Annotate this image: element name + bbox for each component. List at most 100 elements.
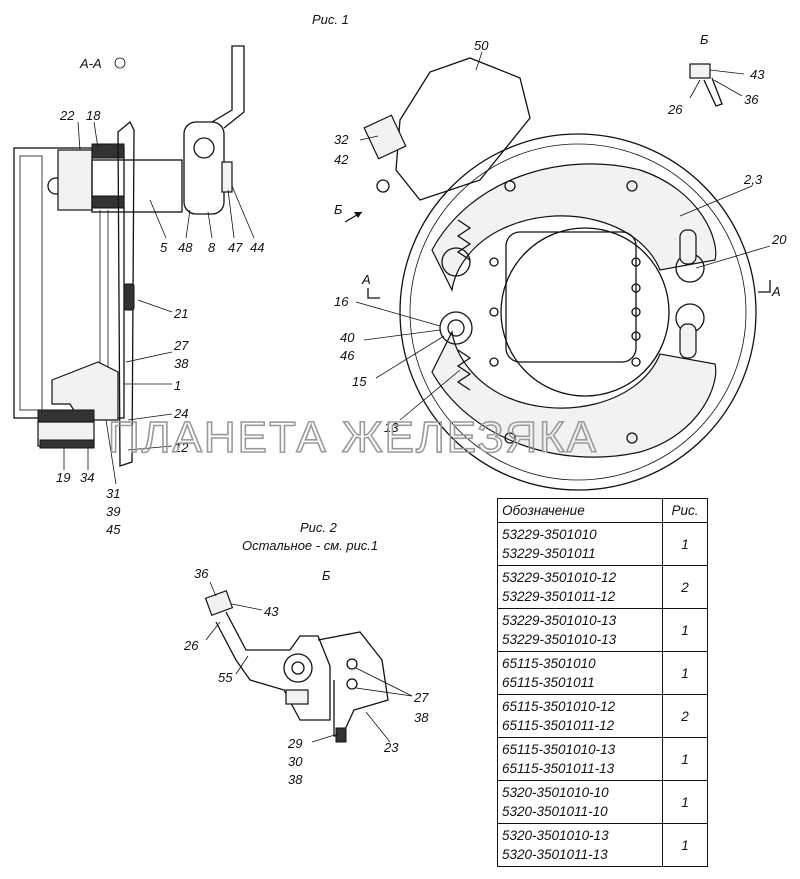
figure-cell: 1	[662, 823, 708, 867]
figure2-title: Рис. 2	[300, 520, 338, 535]
callout-21: 21	[173, 306, 188, 321]
callout-24: 24	[173, 406, 188, 421]
callout-27-fig2: 27	[413, 690, 429, 705]
fig2-pivot	[283, 653, 313, 683]
backing-plate-rim	[409, 143, 747, 481]
callout-15: 15	[352, 374, 367, 389]
callout-39: 39	[106, 504, 120, 519]
figure-cell: 1	[662, 608, 708, 652]
table-header-row: Обозначение Рис.	[497, 498, 708, 523]
view-arrow-label: Б	[334, 202, 343, 217]
callout-13: 13	[384, 420, 399, 435]
cut-mark-left	[367, 288, 380, 299]
figure-cell: 1	[662, 651, 708, 695]
callout-43: 43	[750, 67, 765, 82]
callout-48: 48	[178, 240, 193, 255]
adjuster-nut	[221, 161, 233, 193]
hub-opening	[505, 231, 637, 363]
figure2-view-label: Б	[322, 568, 331, 583]
callout-22: 22	[59, 108, 75, 123]
fig2-clip	[285, 689, 309, 705]
callout-38: 38	[174, 356, 189, 371]
callout-38-fig2: 38	[414, 710, 429, 725]
anchor-pin-top	[37, 409, 95, 423]
fig2-nut	[204, 590, 234, 616]
support-bracket	[51, 361, 119, 421]
callout-30: 30	[288, 754, 303, 769]
callout-26-fig2: 26	[183, 638, 199, 653]
callout-8: 8	[208, 240, 216, 255]
brake-front-view	[344, 57, 771, 491]
adjuster-arm	[211, 45, 245, 129]
view-b-detail	[689, 63, 723, 107]
callout-5: 5	[160, 240, 168, 255]
figure-cell: 1	[662, 780, 708, 824]
anchor-pin-base	[39, 439, 95, 449]
brake-chamber	[395, 57, 531, 201]
callout-26: 26	[667, 102, 683, 117]
callout-46: 46	[340, 348, 355, 363]
callout-55: 55	[218, 670, 233, 685]
fig2-screw	[335, 727, 347, 743]
view-arrowhead	[354, 212, 362, 218]
slack-adjuster	[183, 121, 225, 215]
slot-window	[123, 283, 135, 311]
eccentric-lower-tab	[679, 323, 697, 359]
fig2-bolt-2	[346, 678, 358, 690]
section-mark-icon	[114, 57, 126, 69]
callout-23: 23	[383, 740, 399, 755]
callout-45: 45	[106, 522, 121, 537]
return-springs	[456, 219, 472, 391]
fig2-bracket	[317, 631, 389, 737]
anchor-pin-front	[439, 311, 473, 345]
bushing-top	[91, 143, 125, 159]
callout-19: 19	[56, 470, 70, 485]
bushing-bottom	[91, 195, 125, 209]
adjuster-pivot	[193, 137, 215, 159]
callout-31: 31	[106, 486, 120, 501]
section-a-a-drawing	[13, 45, 245, 467]
upper-brake-shoe	[431, 163, 717, 292]
callout-42: 42	[334, 152, 349, 167]
callout-38-fig2b: 38	[288, 772, 303, 787]
fig2-pivot-center	[291, 661, 305, 675]
callout-labels: 50 43 36 26 32 42 2,3 20 16 40 46 15 13 …	[56, 38, 787, 787]
callout-32: 32	[334, 132, 349, 147]
figure-cell: 1	[662, 522, 708, 566]
callout-34: 34	[80, 470, 94, 485]
hub-circle	[500, 227, 670, 397]
callout-1: 1	[174, 378, 181, 393]
figure-cell: 2	[662, 565, 708, 609]
backing-plate	[399, 133, 757, 491]
fig2-lever	[215, 611, 331, 721]
callout-40: 40	[340, 330, 355, 345]
lower-brake-shoe	[431, 330, 717, 458]
callout-43-fig2: 43	[264, 604, 279, 619]
figure-cell: 2	[662, 694, 708, 738]
callout-27: 27	[173, 338, 189, 353]
mounting-holes	[489, 180, 641, 444]
callout-36-fig2: 36	[194, 566, 209, 581]
view-b-label: Б	[700, 32, 709, 47]
header-figure: Рис.	[662, 498, 708, 523]
callout-50: 50	[474, 38, 489, 53]
section-label: А-А	[79, 56, 102, 71]
callout-44: 44	[250, 240, 264, 255]
camshaft	[91, 159, 183, 213]
eccentric-upper-tab	[679, 229, 697, 265]
callout-18: 18	[86, 108, 101, 123]
chamber-bracket	[363, 114, 407, 160]
